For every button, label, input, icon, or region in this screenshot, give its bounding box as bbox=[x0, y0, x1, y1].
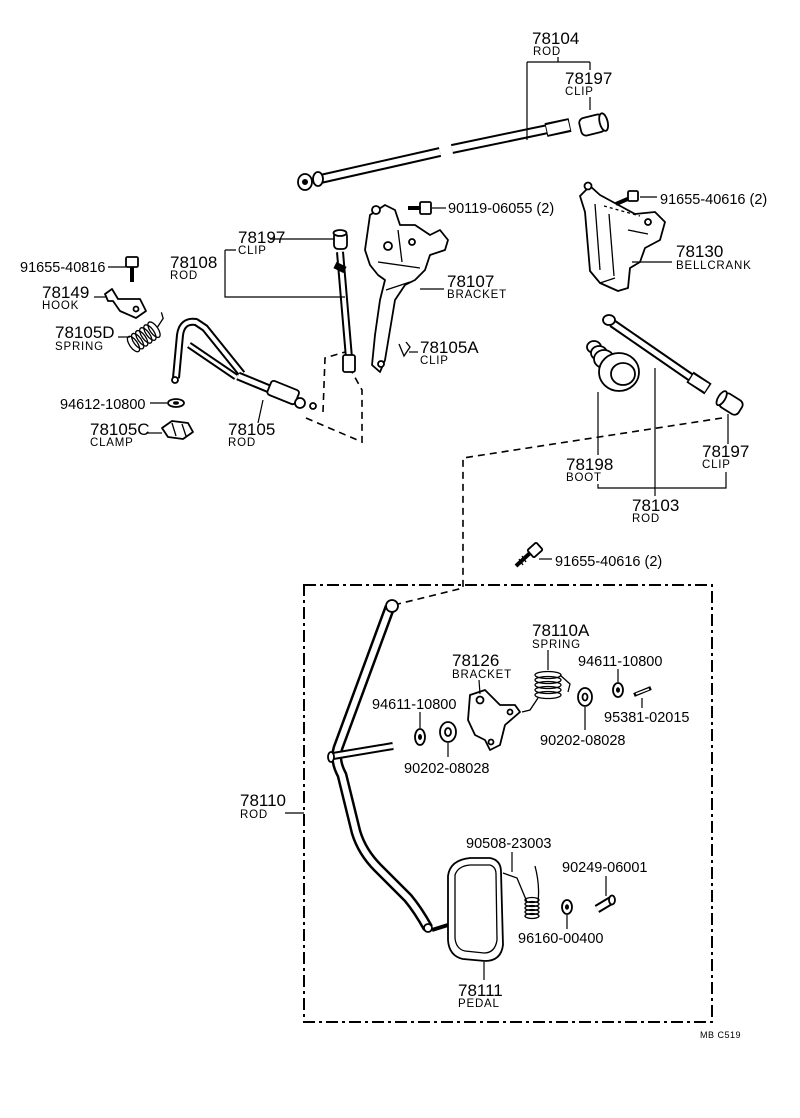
pin-90249-06001-drawing bbox=[594, 894, 616, 913]
callout-78107-number: 78107 bbox=[447, 272, 494, 291]
clip-78197-left-drawing bbox=[332, 229, 348, 250]
washer-94611-10800-right-drawing bbox=[612, 682, 624, 698]
callout-95381-02015-number: 95381-02015 bbox=[604, 710, 689, 726]
callout-78149-name: HOOK bbox=[42, 300, 79, 312]
clamp-78105c-drawing bbox=[161, 420, 194, 440]
callout-78108-number: 78108 bbox=[170, 253, 217, 272]
bolt-91655-40616-lower-drawing bbox=[514, 541, 544, 568]
callout-labels: 78104 ROD 78197 CLIP 90119-06055 (2) 916… bbox=[20, 29, 767, 1040]
callout-78126-number: 78126 bbox=[452, 651, 499, 670]
callout-78197-top-number: 78197 bbox=[565, 69, 612, 88]
callout-78110-name: ROD bbox=[240, 809, 268, 821]
callout-78107-name: BRACKET bbox=[447, 289, 507, 301]
callout-78198-number: 78198 bbox=[566, 455, 613, 474]
callout-78110a-number: 78110A bbox=[532, 621, 590, 640]
callout-91655-40616-lower-number: 91655-40616 (2) bbox=[555, 554, 662, 570]
bolt-91655-40616-top-drawing bbox=[603, 190, 641, 217]
washer-96160-00400-drawing bbox=[561, 899, 573, 915]
callout-90202-08028-left-number: 90202-08028 bbox=[404, 761, 489, 777]
callout-78198-name: BOOT bbox=[566, 472, 602, 484]
callout-78105a-number: 78105A bbox=[420, 338, 479, 357]
rod-78105-drawing bbox=[171, 317, 317, 410]
callout-91655-40816-number: 91655-40816 bbox=[20, 260, 105, 276]
callout-90249-06001-number: 90249-06001 bbox=[562, 860, 647, 876]
callout-78130-name: BELLCRANK bbox=[676, 260, 752, 272]
boot-78198-drawing bbox=[586, 340, 640, 392]
callout-91655-40616-top-number: 91655-40616 (2) bbox=[660, 192, 767, 208]
callout-78105c-number: 78105C bbox=[90, 420, 150, 439]
spring-90508-23003-drawing bbox=[502, 865, 540, 920]
callout-78104-number: 78104 bbox=[532, 29, 579, 48]
clip-78105a-drawing bbox=[398, 341, 411, 358]
clip-78197-right-drawing bbox=[715, 390, 744, 416]
rod-78104-drawing bbox=[297, 118, 572, 191]
callout-78111-name: PEDAL bbox=[458, 998, 500, 1010]
hook-78149-drawing bbox=[104, 288, 147, 319]
dashed-connection-lines bbox=[305, 351, 723, 605]
callout-94611-10800-left-number: 94611-10800 bbox=[372, 697, 456, 713]
pedal-assembly-boundary bbox=[303, 584, 713, 1023]
spring-78110a-drawing bbox=[521, 670, 571, 713]
callout-78105-number: 78105 bbox=[228, 420, 275, 439]
callout-78105d-name: SPRING bbox=[55, 341, 104, 353]
callout-78103-number: 78103 bbox=[632, 496, 679, 515]
leader-lines bbox=[94, 57, 729, 980]
callout-78149-number: 78149 bbox=[42, 283, 89, 302]
pin-95381-02015-drawing bbox=[633, 686, 652, 697]
spring-78105d-drawing bbox=[126, 312, 164, 353]
callout-90202-08028-right-number: 90202-08028 bbox=[540, 733, 625, 749]
callout-78105d-number: 78105D bbox=[55, 323, 115, 342]
footer-drawing-code: MB C519 bbox=[700, 1030, 741, 1040]
clip-78197-top-drawing bbox=[578, 112, 609, 137]
callout-78197-left-number: 78197 bbox=[238, 228, 285, 247]
callout-78103-name: ROD bbox=[632, 513, 660, 525]
washer-90202-08028-left-drawing bbox=[439, 721, 457, 743]
bellcrank-78130-drawing bbox=[579, 181, 666, 292]
callout-78111-number: 78111 bbox=[458, 981, 503, 1000]
callout-78110a-name: SPRING bbox=[532, 639, 581, 651]
washer-90202-08028-right-drawing bbox=[577, 687, 593, 707]
callout-78126-name: BRACKET bbox=[452, 669, 512, 681]
rod-78103-drawing bbox=[602, 314, 712, 395]
bracket-78107-drawing bbox=[364, 204, 449, 373]
callout-78105-name: ROD bbox=[228, 437, 256, 449]
callout-78110-number: 78110 bbox=[240, 791, 286, 810]
callout-94612-10800-number: 94612-10800 bbox=[60, 397, 145, 413]
pedal-78111-drawing bbox=[431, 857, 504, 962]
bracket-78126-drawing bbox=[467, 689, 521, 751]
callout-78105c-name: CLAMP bbox=[90, 437, 134, 449]
callout-78130-number: 78130 bbox=[676, 242, 723, 261]
callout-90119-06055-number: 90119-06055 (2) bbox=[448, 201, 554, 217]
callout-78197-left-name: CLIP bbox=[238, 245, 267, 257]
rod-78108-drawing bbox=[333, 251, 356, 373]
washer-94611-10800-left-drawing bbox=[414, 728, 426, 746]
callout-78197-top-name: CLIP bbox=[565, 86, 594, 98]
callout-78105a-name: CLIP bbox=[420, 355, 449, 367]
callout-78197-right-number: 78197 bbox=[702, 442, 749, 461]
callout-78104-name: ROD bbox=[533, 46, 561, 58]
callout-96160-00400-number: 96160-00400 bbox=[518, 931, 603, 947]
bolt-91655-40816-drawing bbox=[125, 256, 139, 282]
callout-94611-10800-right-number: 94611-10800 bbox=[578, 654, 662, 670]
washer-94612-10800-drawing bbox=[167, 398, 185, 408]
callout-78108-name: ROD bbox=[170, 270, 198, 282]
rod-78110-drawing bbox=[327, 599, 433, 933]
callout-90508-23003-number: 90508-23003 bbox=[466, 836, 551, 852]
bolt-90119-06055-drawing bbox=[408, 201, 432, 215]
callout-78197-right-name: CLIP bbox=[702, 459, 731, 471]
